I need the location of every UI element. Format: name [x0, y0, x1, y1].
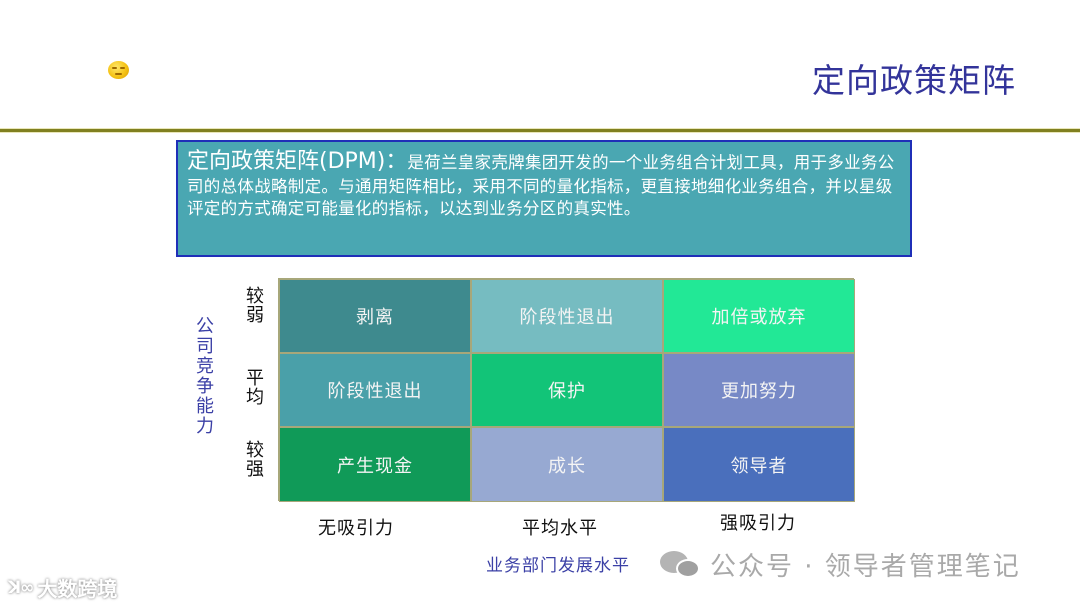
col-label-average: 平均水平: [522, 518, 598, 539]
col-label-attractive: 强吸引力: [720, 513, 796, 534]
policy-matrix: 剥离 阶段性退出 加倍或放弃 阶段性退出 保护 更加努力 产生现金 成长 领导者: [278, 278, 855, 502]
smiley-face-icon: [108, 61, 129, 79]
row-label-strong: 较强: [243, 440, 264, 478]
definition-lead: 定向政策矩阵(DPM)：: [187, 149, 408, 174]
corner-logo: ꓘ∞ 大数跨境: [8, 573, 117, 602]
row-label-weak: 较弱: [243, 286, 264, 324]
header-divider: [0, 129, 1080, 132]
emoji-right-eye: [120, 67, 125, 69]
matrix-cell: 加倍或放弃: [663, 279, 855, 353]
wechat-icon: [660, 549, 702, 581]
matrix-cell: 领导者: [663, 427, 855, 502]
col-label-unattractive: 无吸引力: [318, 518, 394, 539]
watermark-text: 公众号 · 领导者管理笔记: [710, 552, 1021, 582]
matrix-cell: 更加努力: [663, 353, 855, 427]
logo-mark-icon: ꓘ∞: [8, 577, 34, 598]
matrix-cell: 成长: [471, 427, 663, 502]
y-axis-title: 公司竞争能力: [193, 316, 214, 436]
x-axis-title: 业务部门发展水平: [486, 556, 630, 576]
definition-text: 是荷兰皇家壳牌集团开发的一个业务组合计划工具，用于多业务公司的总体战略制定。与通…: [187, 153, 895, 218]
matrix-cell: 产生现金: [279, 427, 471, 502]
matrix-cell: 保护: [471, 353, 663, 427]
logo-text: 大数跨境: [37, 577, 118, 601]
matrix-cell: 剥离: [279, 279, 471, 353]
watermark: 公众号 · 领导者管理笔记: [660, 546, 1021, 583]
slide-title: 定向政策矩阵: [812, 61, 1016, 100]
emoji-mouth: [115, 73, 122, 75]
matrix-cell: 阶段性退出: [471, 279, 663, 353]
row-label-average: 平均: [243, 368, 264, 406]
matrix-cell: 阶段性退出: [279, 353, 471, 427]
definition-box: 定向政策矩阵(DPM)：是荷兰皇家壳牌集团开发的一个业务组合计划工具，用于多业务…: [176, 140, 912, 257]
emoji-left-eye: [112, 67, 117, 69]
